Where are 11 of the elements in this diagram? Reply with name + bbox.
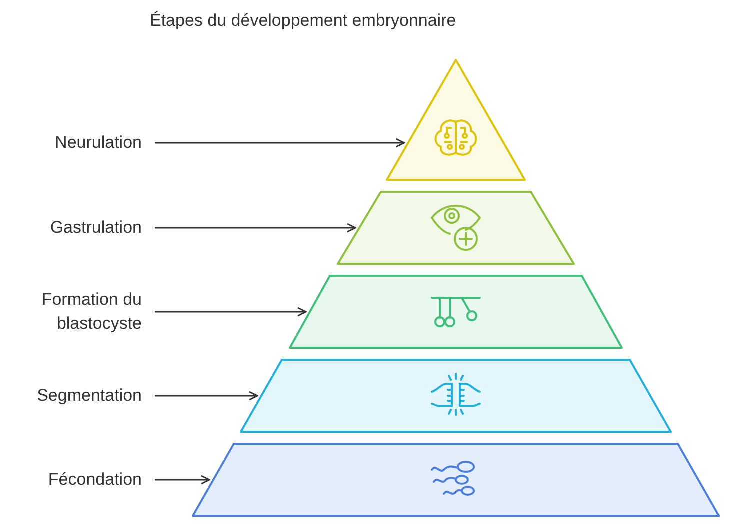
stage-label: Gastrulation — [0, 216, 142, 240]
diagram-title: Étapes du développement embryonnaire — [150, 11, 456, 31]
stage-label: Fécondation — [0, 468, 142, 492]
arrow — [155, 391, 258, 401]
arrow — [155, 307, 307, 317]
stage-label: Neurulation — [0, 131, 142, 155]
stage-label: Formation du blastocyste — [0, 288, 142, 336]
arrow — [155, 475, 210, 485]
arrow — [155, 138, 406, 148]
arrow — [155, 223, 356, 233]
stage-label: Segmentation — [0, 384, 142, 408]
